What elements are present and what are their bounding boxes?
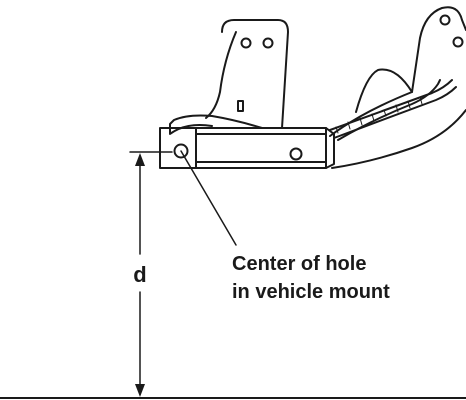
plate-slot [237,100,244,112]
brace-hatch [335,96,423,134]
callout-leader [180,150,237,246]
plate-hole-left [240,37,252,49]
left-mount-plate [169,19,289,135]
callout-label-line-2: in vehicle mount [232,281,390,303]
arm-hole-upper [439,14,451,26]
left-plate-inner-edge [205,31,237,119]
plate-hole-right [262,37,274,49]
arm-hole-lower [452,36,464,48]
dimension-label: d [133,262,146,287]
diagonal-brace-bottom [333,86,457,139]
diagonal-brace-top [329,79,453,131]
right-arm-top [355,68,413,113]
dimension-arrow-top [135,153,145,166]
dimension-arrow-bottom [135,384,145,397]
right-arm-outer [329,6,466,137]
bar-hole [289,147,303,161]
callout-label-line-1: Center of hole [232,253,366,275]
lower-flange [331,109,466,169]
vehicle-mount-hole [173,143,189,159]
